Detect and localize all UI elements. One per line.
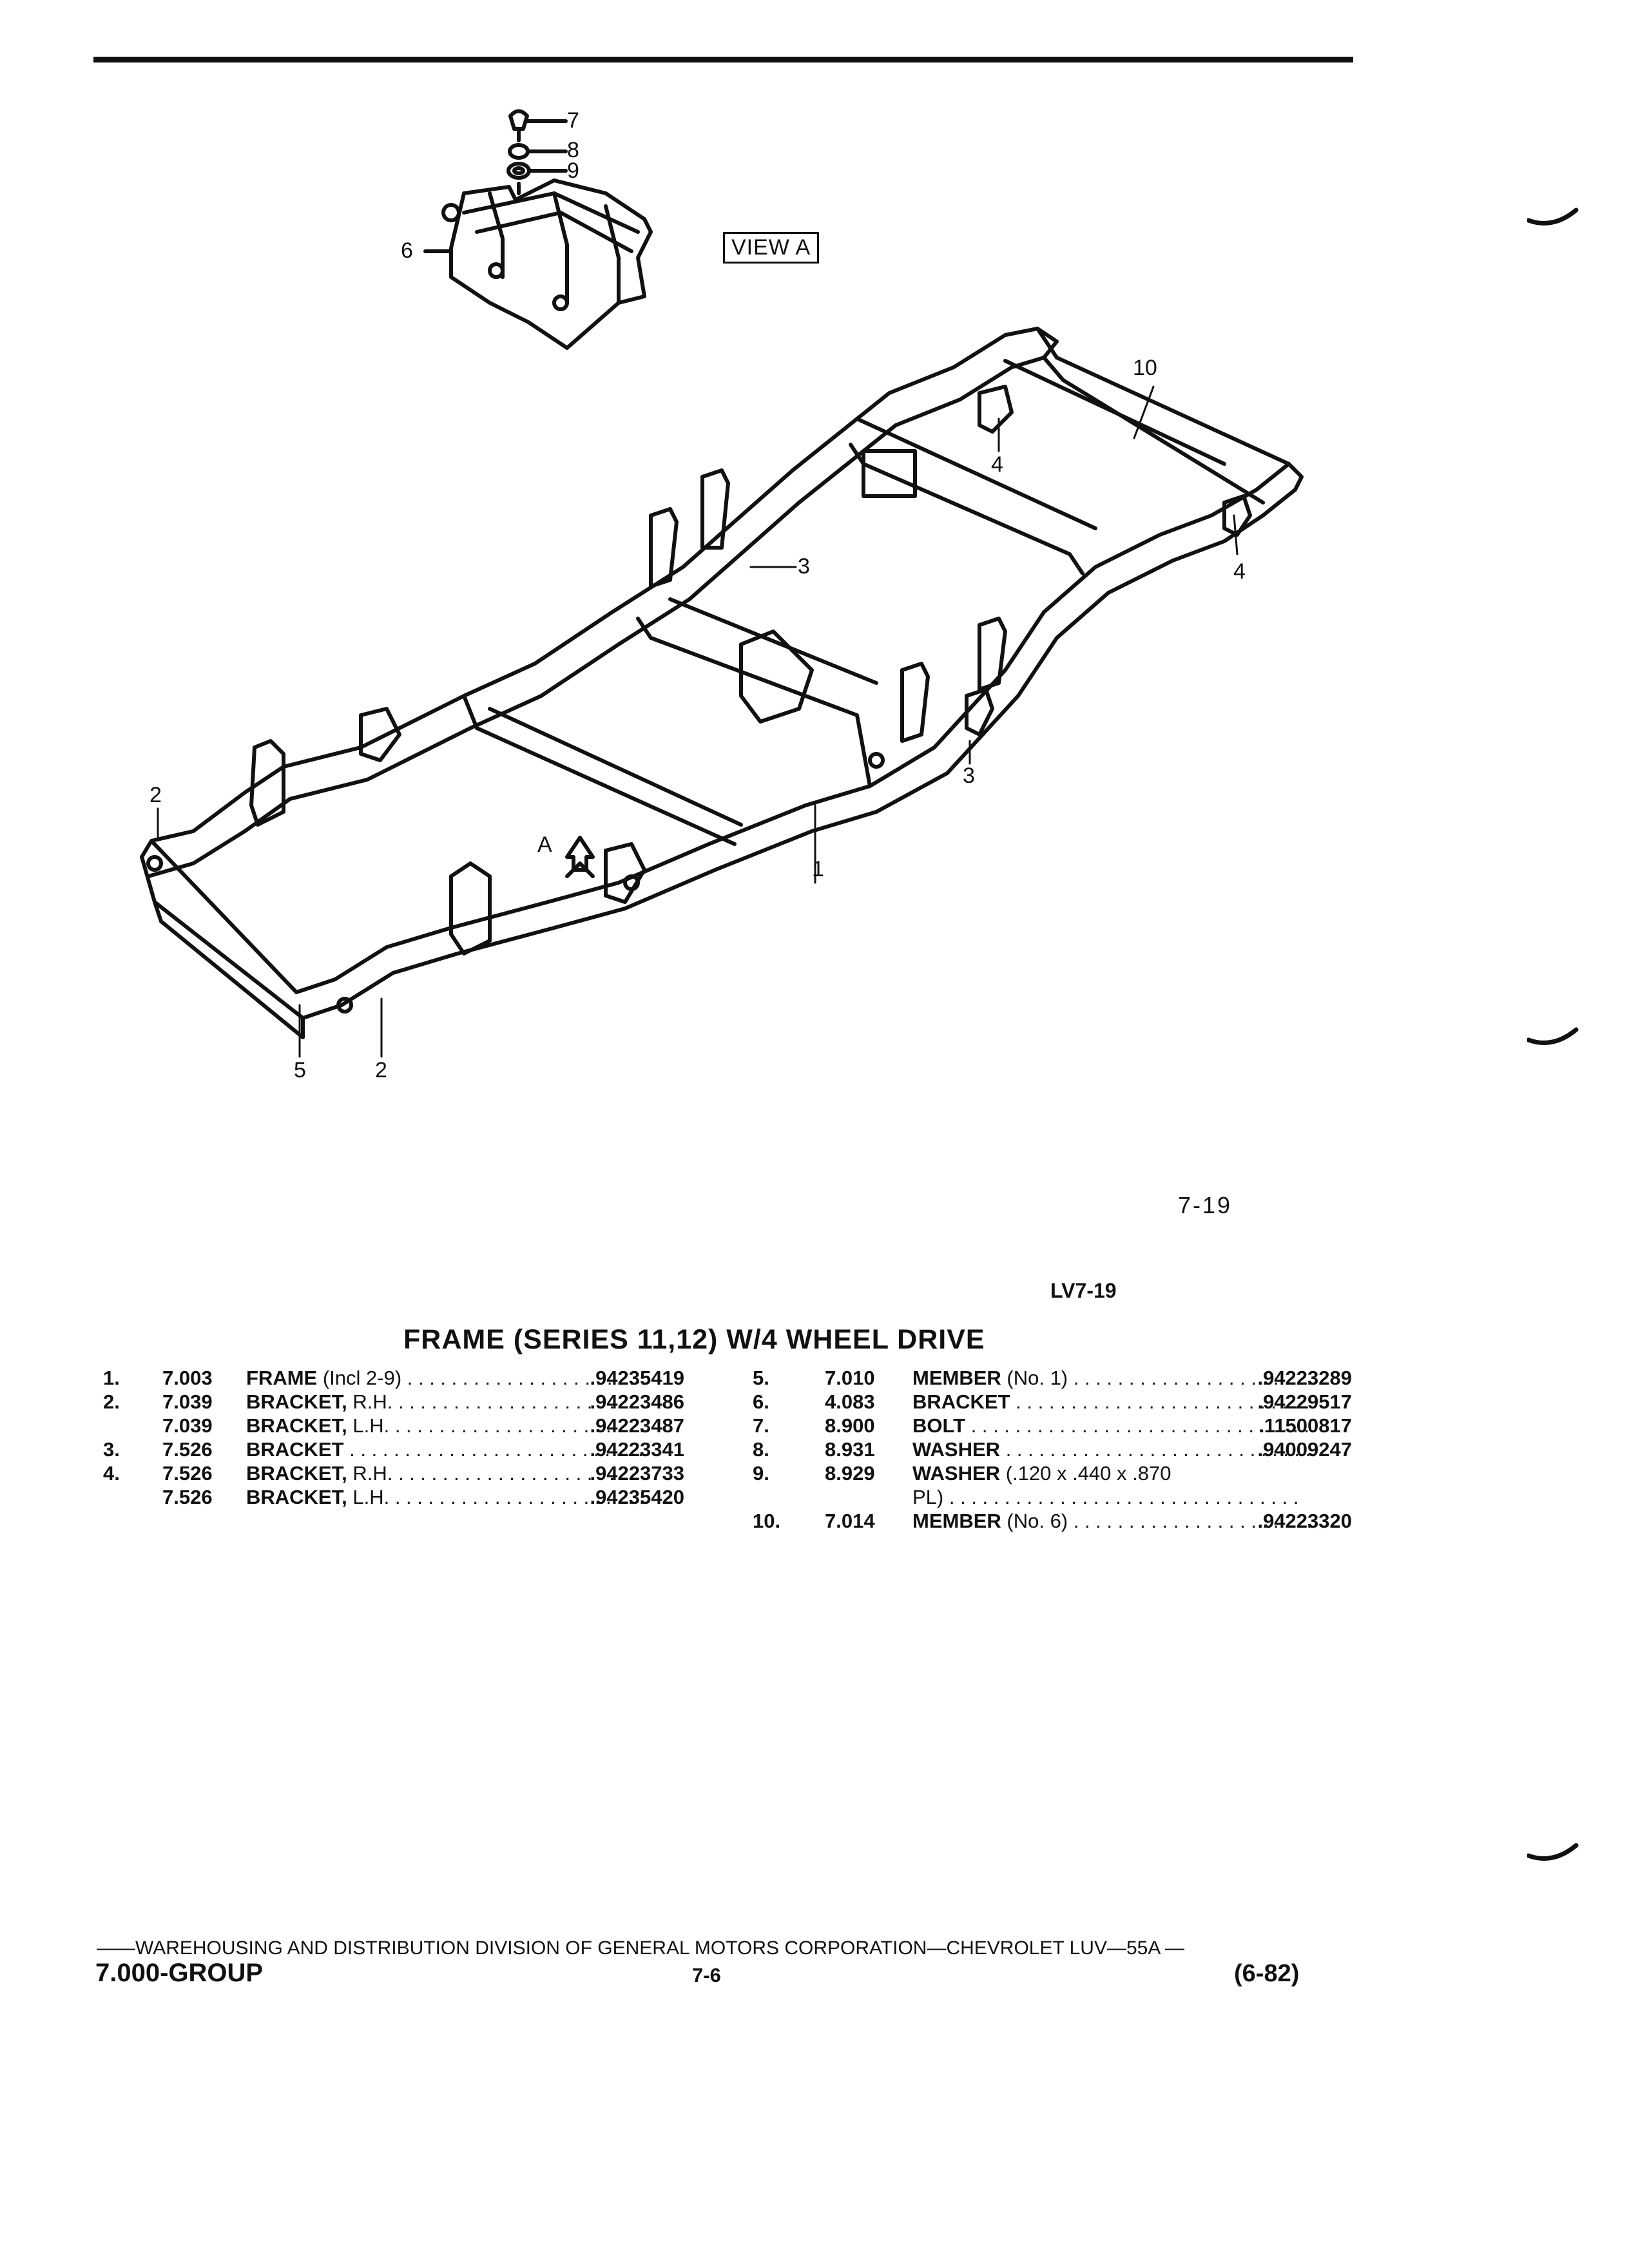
part-description: FRAME (Incl 2-9) . . . . . . . . . . . .… — [246, 1367, 644, 1389]
parts-row: 3. 7.526 BRACKET . . . . . . . . . . . .… — [103, 1437, 684, 1461]
parts-row: 6. 4.083 BRACKET . . . . . . . . . . . .… — [753, 1390, 1352, 1414]
item-number: 10. — [753, 1510, 781, 1532]
group-code: 7.003 — [162, 1367, 213, 1389]
part-number: .94009247 — [1257, 1438, 1352, 1461]
part-description: PL) . . . . . . . . . . . . . . . . . . … — [912, 1486, 1299, 1508]
part-description: BRACKET, L.H. . . . . . . . . . . . . . … — [246, 1414, 644, 1437]
footer-group: 7.000-GROUP — [95, 1959, 264, 1987]
part-number: .94223289 — [1257, 1367, 1352, 1389]
part-description: MEMBER (No. 1) . . . . . . . . . . . . .… — [912, 1367, 1312, 1389]
parts-row: PL) . . . . . . . . . . . . . . . . . . … — [753, 1485, 1352, 1509]
group-code: 7.039 — [162, 1390, 213, 1413]
item-number: 8. — [753, 1438, 769, 1461]
front-cross-member — [140, 839, 305, 1039]
group-code: 8.900 — [825, 1414, 875, 1437]
binder-mark-icon — [1527, 207, 1579, 226]
part-number: .94223320 — [1257, 1510, 1352, 1532]
part-description: BRACKET . . . . . . . . . . . . . . . . … — [912, 1390, 1312, 1413]
callout-1: 1 — [812, 857, 824, 881]
part-number: .94223486 — [590, 1390, 684, 1413]
callout-2-upper: 2 — [149, 783, 162, 807]
figure-code: LV7-19 — [1050, 1279, 1117, 1302]
parts-row: 7. 8.900 BOLT . . . . . . . . . . . . . … — [753, 1414, 1352, 1437]
callout-6: 6 — [401, 238, 413, 263]
item-number: 4. — [103, 1462, 120, 1485]
part-number: .94229517 — [1257, 1390, 1352, 1413]
item-number: 5. — [753, 1367, 769, 1389]
cross-members — [462, 417, 1097, 846]
parts-row: 5. 7.010 MEMBER (No. 1) . . . . . . . . … — [753, 1366, 1352, 1390]
parts-row: 7.039 BRACKET, L.H. . . . . . . . . . . … — [103, 1414, 684, 1437]
part-description: WASHER . . . . . . . . . . . . . . . . .… — [912, 1438, 1312, 1461]
binder-mark-icon — [1527, 1027, 1579, 1045]
part-description: WASHER (.120 x .440 x .870 — [912, 1462, 1171, 1485]
item-number: 2. — [103, 1390, 120, 1413]
item-number: 9. — [753, 1462, 769, 1485]
callout-8: 8 — [567, 138, 579, 162]
group-code: 7.010 — [825, 1367, 875, 1389]
rear-cross-member — [1003, 327, 1291, 505]
callout-10: 10 — [1133, 356, 1157, 380]
group-code: 7.526 — [162, 1462, 213, 1485]
parts-row: 4. 7.526 BRACKET, R.H. . . . . . . . . .… — [103, 1461, 684, 1485]
group-code: 7.526 — [162, 1438, 213, 1461]
part-description: BRACKET . . . . . . . . . . . . . . . . … — [246, 1438, 644, 1461]
part-number: .94223341 — [590, 1438, 684, 1461]
leader-lines — [157, 385, 1239, 1058]
view-arrow-letter: A — [537, 832, 552, 857]
group-code: 7.526 — [162, 1486, 213, 1508]
view-a-arrow — [565, 836, 595, 878]
group-code: 8.929 — [825, 1462, 875, 1485]
group-code: 7.039 — [162, 1414, 213, 1437]
item-number: 6. — [753, 1390, 769, 1413]
view-a-label: VIEW A — [723, 232, 820, 264]
footer-publisher-line: ——WAREHOUSING AND DISTRIBUTION DIVISION … — [97, 1937, 1185, 1959]
group-code: 7.014 — [825, 1510, 875, 1532]
frame-left-rail — [140, 327, 1059, 878]
part-number: .94235419 — [590, 1367, 684, 1389]
part-number: .94235420 — [590, 1486, 684, 1508]
binder-mark-icon — [1527, 1843, 1579, 1861]
item-number: 1. — [103, 1367, 120, 1389]
part-description: BRACKET, R.H. . . . . . . . . . . . . . … — [246, 1462, 644, 1485]
fasteners — [506, 109, 568, 195]
parts-row: 9. 8.929 WASHER (.120 x .440 x .870 — [753, 1461, 1352, 1485]
view-a-bracket — [441, 178, 653, 350]
group-code: 8.931 — [825, 1438, 875, 1461]
item-number: 3. — [103, 1438, 120, 1461]
callout-4-upper: 4 — [991, 452, 1003, 477]
parts-row: 1. 7.003 FRAME (Incl 2-9) . . . . . . . … — [103, 1366, 684, 1390]
callout-2-lower: 2 — [375, 1058, 387, 1082]
callout-3-upper: 3 — [798, 554, 810, 579]
callout-4-right: 4 — [1233, 559, 1246, 584]
part-number: .94223487 — [590, 1414, 684, 1437]
part-description: MEMBER (No. 6) . . . . . . . . . . . . .… — [912, 1510, 1312, 1532]
part-description: BRACKET, R.H. . . . . . . . . . . . . . … — [246, 1390, 644, 1413]
callout-3-lower: 3 — [963, 764, 975, 788]
item-number: 7. — [753, 1414, 769, 1437]
parts-row: 7.526 BRACKET, L.H. . . . . . . . . . . … — [103, 1485, 684, 1509]
part-number: .94223733 — [590, 1462, 684, 1485]
parts-row: 8. 8.931 WASHER . . . . . . . . . . . . … — [753, 1437, 1352, 1461]
callout-7: 7 — [567, 108, 579, 133]
footer-page-number: 7-6 — [692, 1964, 721, 1986]
callout-9: 9 — [567, 159, 579, 183]
parts-list-right: 5. 7.010 MEMBER (No. 1) . . . . . . . . … — [753, 1366, 1352, 1533]
parts-row: 2. 7.039 BRACKET, R.H. . . . . . . . . .… — [103, 1390, 684, 1414]
group-code: 4.083 — [825, 1390, 875, 1413]
callout-5: 5 — [294, 1058, 306, 1082]
section-title: FRAME (SERIES 11,12) W/4 WHEEL DRIVE — [403, 1324, 985, 1355]
parts-row: 10. 7.014 MEMBER (No. 6) . . . . . . . .… — [753, 1509, 1352, 1533]
top-rule — [93, 57, 1353, 62]
frame-diagram — [140, 109, 1304, 1058]
parts-list-left: 1. 7.003 FRAME (Incl 2-9) . . . . . . . … — [103, 1366, 684, 1509]
figure-number: 7-19 — [1178, 1192, 1233, 1218]
part-description: BOLT . . . . . . . . . . . . . . . . . .… — [912, 1414, 1312, 1437]
rail-brackets — [146, 385, 1252, 1014]
part-number: .11500817 — [1258, 1414, 1352, 1437]
footer-date: (6-82) — [1234, 1960, 1300, 1987]
part-description: BRACKET, L.H. . . . . . . . . . . . . . … — [246, 1486, 644, 1508]
